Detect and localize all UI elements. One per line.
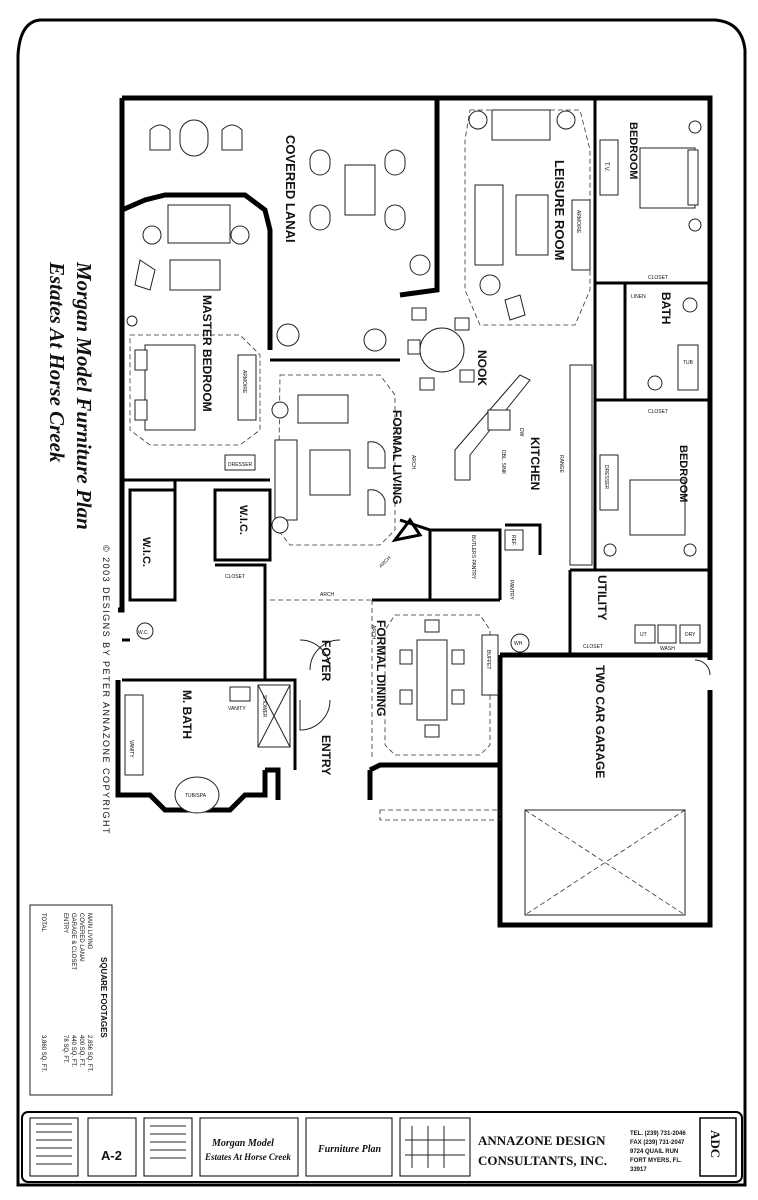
label-pantry: PANTRY [508,580,514,600]
label-tub-spa: TUB/SPA [185,793,207,799]
label-wc: W.C. [138,630,149,636]
label-armoire-master: ARMOIRE [241,370,247,394]
interior-walls [122,98,710,770]
firm-tel: TEL. (239) 731-2046 [630,1131,686,1137]
sqft-row-1-value: 2,856 SQ. FT. [86,1035,92,1072]
label-closet-2: CLOSET [648,409,668,415]
firm-address-1: 9724 QUAIL RUN [630,1149,678,1155]
sqft-row-3-value: 440 SQ. FT. [70,1035,76,1067]
firm-address-2: FORT MYERS, FL. [630,1158,682,1164]
furniture [124,109,711,916]
firm-fax: FAX (239) 731-2047 [630,1140,685,1146]
label-formal-dining: FORMAL DINING [374,620,388,716]
sqft-heading: SQUARE FOOTAGES [99,957,108,1038]
label-linen: LINEN [631,294,646,300]
plan-title-line1: Morgan Model Furniture Plan [72,261,96,530]
label-wash: WASH [660,646,675,652]
sheet-border [16,18,747,1187]
label-leisure-room: LEISURE ROOM [552,160,567,260]
label-arch-4: ARCH [378,555,393,570]
sqft-total-value: 3,860 SQ. FT. [40,1035,46,1072]
label-vanity-2: VANITY [228,706,246,712]
label-closet-master: CLOSET [225,574,245,580]
label-ref: REF. [510,535,516,546]
sqft-row-4-label: ENTRY [62,913,68,933]
copyright-note: © 2003 DESIGNS BY PETER ANNAZONE COPYRIG… [101,545,111,835]
label-closet-utility: CLOSET [583,644,603,650]
sqft-row-1-label: MAIN LIVING [86,913,92,950]
fixture-labels: T.V. ARMOIRE CLOSET LINEN TUB CLOSET DRE… [128,162,696,799]
label-tv: T.V. [603,162,609,172]
project-line1: Morgan Model [211,1138,274,1149]
label-two-car-garage: TWO CAR GARAGE [593,665,607,778]
label-bedroom-top: BEDROOM [627,122,639,179]
label-m-bath: M. BATH [180,690,194,739]
label-butlers-pantry: BUTLERS PANTRY [470,535,476,580]
exterior-walls [115,95,713,928]
sqft-row-4-value: 78 SQ. FT. [62,1035,68,1064]
label-covered-lanai: COVERED LANAI [283,135,298,243]
label-ut: UT [640,632,647,638]
label-armoire-leisure: ARMOIRE [575,210,581,234]
label-kitchen: KITCHEN [528,437,542,490]
label-range: RANGE [558,455,564,473]
label-closet-1: CLOSET [648,275,668,281]
plan-title-line2: Estates At Horse Creek [45,261,69,463]
label-utility: UTILITY [595,575,609,620]
title-block: A-2 Morgan Model Estates At Horse Creek … [21,1111,743,1183]
label-foyer: FOYER [319,640,333,682]
label-tub: TUB [683,360,694,366]
label-master-bedroom: MASTER BEDROOM [200,295,214,412]
sqft-row-2-label: COVERED LANAI [78,913,84,962]
label-buffet: BUFFET [485,650,491,669]
label-arch-1: ARCH [410,455,416,470]
sheet-number: A-2 [101,1148,122,1163]
sqft-row-2-value: 400 SQ. FT. [78,1035,84,1067]
label-wh: WH [514,641,523,647]
label-bath: BATH [659,292,673,324]
ceiling-lines [129,109,591,821]
firm-address-3: 33917 [630,1167,647,1173]
label-wic-left: W.I.C. [140,537,152,567]
firm-name-line2: CONSULTANTS, INC. [478,1153,607,1168]
label-dresser-master: DRESSER [228,462,253,468]
plan-title: Morgan Model Furniture Plan Estates At H… [45,261,111,835]
firm-name-line1: ANNAZONE DESIGN [478,1133,606,1148]
sqft-total-label: TOTAL [40,913,46,932]
label-entry: ENTRY [319,735,333,775]
drawing-name: Furniture Plan [317,1144,382,1155]
label-dry: DRY [685,632,696,638]
label-wic-right: W.I.C. [237,505,249,535]
label-dw: DW [518,428,524,437]
label-arch-2: ARCH [320,592,335,598]
label-dbl-sink: DBL. SINK [500,450,506,475]
label-shower: SHOWER [261,695,267,718]
label-nook: NOOK [475,350,489,386]
square-footage-table: SQUARE FOOTAGES MAIN LIVING 2,856 SQ. FT… [29,904,113,1096]
firm-logo: ADC [708,1130,723,1158]
label-bedroom-right: BEDROOM [677,445,689,502]
label-formal-living: FORMAL LIVING [390,410,404,504]
label-vanity-1: VANITY [128,740,134,758]
project-line2: Estates At Horse Creek [204,1152,291,1162]
sqft-row-3-label: GARAGE & CLOSET [70,913,76,970]
label-arch-3: ARCH [370,625,376,640]
room-labels: COVERED LANAI LEISURE ROOM BEDROOM MASTE… [140,122,689,778]
label-dresser-right: DRESSER [603,465,609,490]
